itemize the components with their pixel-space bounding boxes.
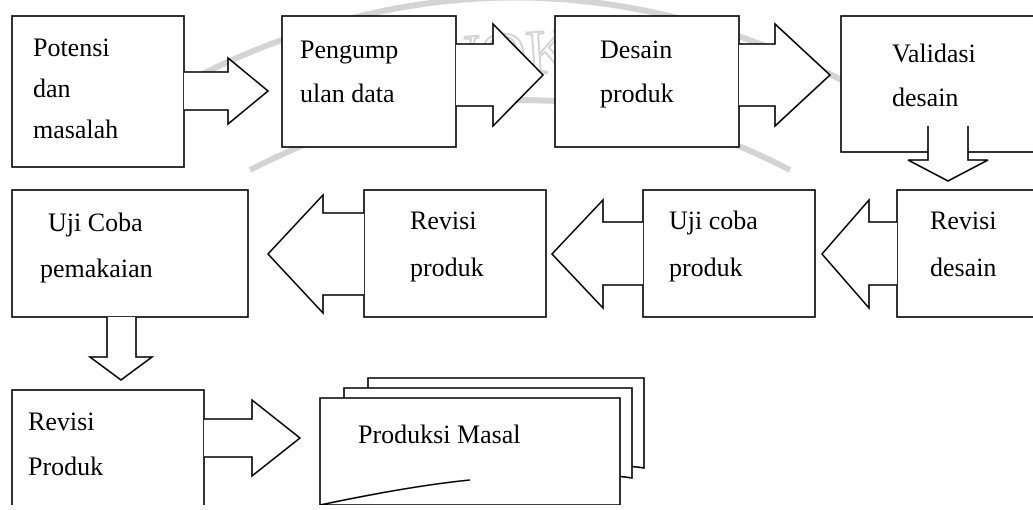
arrow-right-icon bbox=[739, 22, 832, 128]
arrow-down-icon bbox=[87, 317, 155, 381]
step-line: Pengump bbox=[300, 35, 398, 64]
arrow-right-icon bbox=[456, 22, 545, 128]
step-pengumpulan-data: Pengump ulan data bbox=[281, 15, 457, 148]
document-stack-front bbox=[319, 397, 621, 506]
arrow-down-icon bbox=[907, 126, 989, 182]
arrow-left-icon bbox=[266, 192, 364, 316]
step-line: Validasi bbox=[892, 39, 976, 68]
step-line: desain bbox=[930, 253, 996, 282]
step-line: Revisi bbox=[28, 407, 94, 436]
step-uji-coba-produk: Uji coba produk bbox=[642, 189, 816, 318]
step-line: pemakaian bbox=[40, 254, 153, 283]
step-revisi-produk-final: Revisi Produk bbox=[11, 389, 205, 508]
step-line: produk bbox=[600, 79, 674, 108]
step-line: Desain bbox=[600, 35, 672, 64]
step-line: Potensi bbox=[33, 33, 110, 62]
step-potensi-dan-masalah: Potensi dan masalah bbox=[11, 15, 185, 168]
step-line: produk bbox=[669, 253, 743, 282]
step-line: Produk bbox=[28, 452, 103, 481]
arrow-right-icon bbox=[204, 398, 302, 478]
step-line: desain bbox=[892, 83, 958, 112]
step-line: Uji Coba bbox=[48, 208, 143, 237]
step-uji-coba-pemakaian: Uji Coba pemakaian bbox=[11, 189, 249, 318]
step-line: Produksi Masal bbox=[358, 420, 521, 449]
step-line: Uji coba bbox=[669, 206, 758, 235]
step-revisi-desain: Revisi desain bbox=[896, 189, 1033, 318]
arrow-right-icon bbox=[184, 56, 270, 126]
step-desain-produk: Desain produk bbox=[554, 15, 740, 148]
step-line: ulan data bbox=[300, 79, 395, 108]
step-line: Revisi bbox=[930, 206, 996, 235]
arrow-left-icon bbox=[820, 197, 897, 311]
step-line: Revisi bbox=[410, 206, 476, 235]
arrow-left-icon bbox=[550, 197, 643, 311]
step-line: produk bbox=[410, 253, 484, 282]
step-produksi-masal: Produksi Masal bbox=[319, 377, 645, 506]
step-revisi-produk: Revisi produk bbox=[363, 189, 547, 318]
step-line: masalah bbox=[33, 115, 118, 144]
step-line: dan bbox=[33, 74, 71, 103]
